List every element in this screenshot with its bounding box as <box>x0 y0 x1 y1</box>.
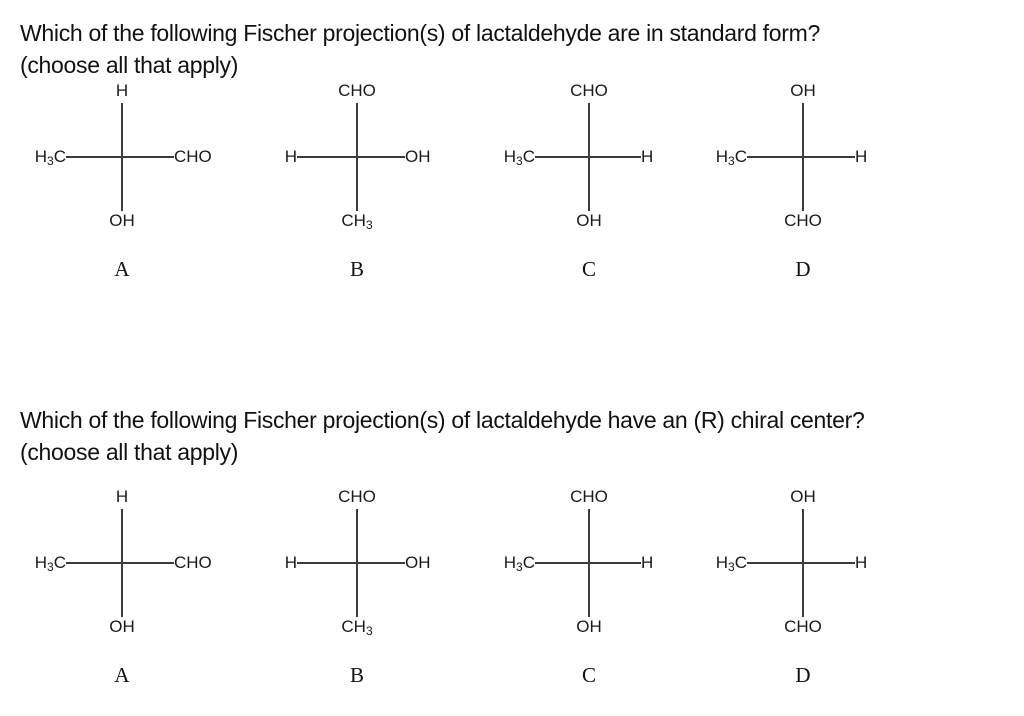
top-substituent: H <box>115 81 129 100</box>
horizontal-bond <box>535 562 641 564</box>
horizontal-bond <box>66 156 174 158</box>
horizontal-bond <box>297 562 405 564</box>
right-substituent: H <box>855 553 868 572</box>
left-substituent: H3C <box>715 553 747 574</box>
top-substituent: OH <box>790 81 816 100</box>
left-substituent: H3C <box>34 147 66 168</box>
option-letter[interactable]: B <box>349 257 365 281</box>
option-letter[interactable]: B <box>349 663 365 687</box>
top-substituent: CHO <box>570 487 608 506</box>
right-substituent: CHO <box>174 553 212 572</box>
left-substituent: H <box>284 147 297 166</box>
horizontal-bond <box>66 562 174 564</box>
right-substituent: OH <box>405 147 431 166</box>
question-1-text: Which of the following Fischer projectio… <box>20 20 820 46</box>
question-2-instruction: (choose all that apply) <box>20 439 239 465</box>
option-letter[interactable]: D <box>795 257 811 281</box>
left-substituent: H3C <box>503 147 535 168</box>
right-substituent: H <box>855 147 868 166</box>
bottom-substituent: CHO <box>784 617 822 636</box>
top-substituent: OH <box>790 487 816 506</box>
left-substituent: H3C <box>503 553 535 574</box>
option-letter[interactable]: C <box>581 257 597 281</box>
top-substituent: H <box>115 487 129 506</box>
horizontal-bond <box>297 156 405 158</box>
option-letter[interactable]: A <box>114 257 130 281</box>
bottom-substituent: CH3 <box>341 617 373 638</box>
bottom-substituent: OH <box>109 211 135 230</box>
bottom-substituent: CHO <box>784 211 822 230</box>
right-substituent: OH <box>405 553 431 572</box>
top-substituent: CHO <box>338 81 376 100</box>
bottom-substituent: OH <box>576 617 602 636</box>
question-1-prompt: Which of the following Fischer projectio… <box>20 17 820 81</box>
horizontal-bond <box>747 156 855 158</box>
top-substituent: CHO <box>338 487 376 506</box>
horizontal-bond <box>535 156 641 158</box>
left-substituent: H3C <box>715 147 747 168</box>
right-substituent: H <box>641 147 654 166</box>
question-1-instruction: (choose all that apply) <box>20 52 239 78</box>
horizontal-bond <box>747 562 855 564</box>
bottom-substituent: CH3 <box>341 211 373 232</box>
option-letter[interactable]: D <box>795 663 811 687</box>
left-substituent: H3C <box>34 553 66 574</box>
question-2-text: Which of the following Fischer projectio… <box>20 407 865 433</box>
bottom-substituent: OH <box>576 211 602 230</box>
left-substituent: H <box>284 553 297 572</box>
right-substituent: H <box>641 553 654 572</box>
bottom-substituent: OH <box>109 617 135 636</box>
option-letter[interactable]: A <box>114 663 130 687</box>
question-2-prompt: Which of the following Fischer projectio… <box>20 404 865 468</box>
option-letter[interactable]: C <box>581 663 597 687</box>
top-substituent: CHO <box>570 81 608 100</box>
right-substituent: CHO <box>174 147 212 166</box>
